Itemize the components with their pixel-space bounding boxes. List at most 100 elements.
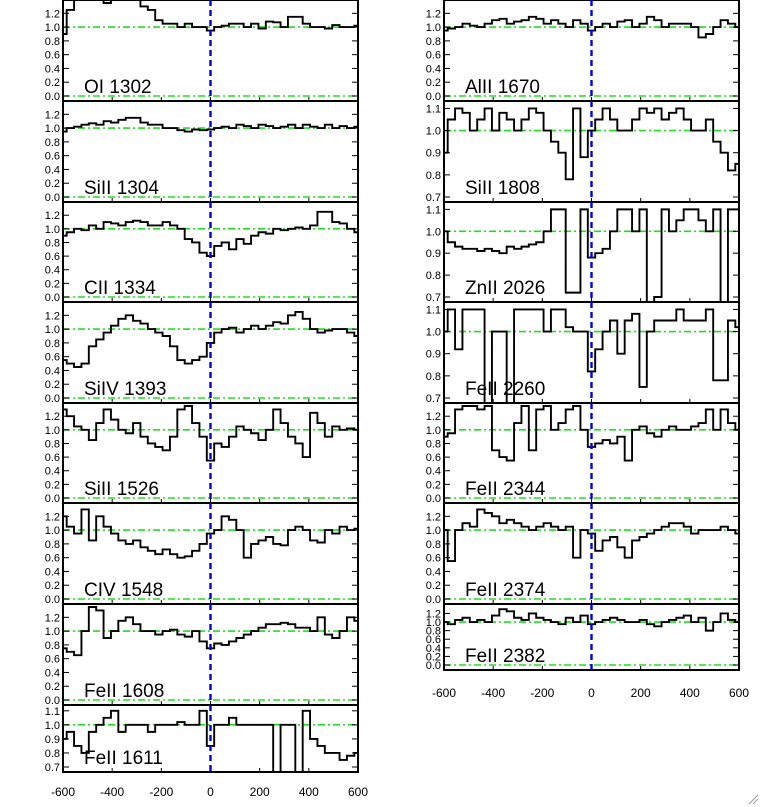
y-tick-label: 0.0 xyxy=(45,91,60,103)
spectrum-panel: 0.00.20.40.60.81.01.2OI 1302 xyxy=(45,0,359,103)
y-tick-label: 0.8 xyxy=(426,270,441,282)
y-tick-label: 0.7 xyxy=(45,762,60,774)
y-tick-label: 0.8 xyxy=(426,36,441,48)
y-tick-label: 0.8 xyxy=(426,438,441,450)
spectrum-trace xyxy=(63,405,358,462)
y-tick-label: 1.2 xyxy=(45,8,60,20)
y-tick-label: 1.0 xyxy=(45,22,60,34)
transition-label: AlII 1670 xyxy=(465,77,540,98)
transition-label: SiII 1526 xyxy=(84,479,159,500)
y-tick-label: 0.8 xyxy=(45,36,60,48)
y-tick-label: 0.4 xyxy=(45,466,60,478)
y-tick-label: 0.6 xyxy=(45,553,60,565)
y-tick-label: 0.7 xyxy=(426,292,441,304)
y-tick-label: 1.2 xyxy=(45,612,60,624)
resize-grip-icon[interactable] xyxy=(747,793,759,805)
y-tick-label: 0.0 xyxy=(45,493,60,505)
x-tick-label: 400 xyxy=(680,686,700,700)
y-tick-label: 0.0 xyxy=(45,393,60,405)
y-tick-label: 0.2 xyxy=(45,580,60,592)
y-tick-label: 0.8 xyxy=(426,371,441,383)
x-tick-label: 0 xyxy=(588,686,595,700)
y-tick-label: 1.0 xyxy=(45,324,60,336)
transition-label: FeII 2374 xyxy=(465,580,546,601)
spectrum-trace xyxy=(63,606,358,657)
x-tick-label: -200 xyxy=(149,785,173,799)
transition-label: OI 1302 xyxy=(84,77,152,98)
y-tick-label: 0.8 xyxy=(45,338,60,350)
y-tick-label: 1.0 xyxy=(426,617,441,629)
y-tick-label: 0.4 xyxy=(45,566,60,578)
transition-label: FeII 2260 xyxy=(465,379,545,400)
y-tick-label: 0.0 xyxy=(45,695,60,707)
y-tick-label: 0.7 xyxy=(426,192,441,204)
y-tick-label: 0.2 xyxy=(426,651,441,663)
spectra-panels: 0.00.20.40.60.81.01.2OI 13020.00.20.40.6… xyxy=(45,0,749,799)
y-tick-label: 0.2 xyxy=(45,178,60,190)
y-tick-label: 0.6 xyxy=(426,50,441,62)
transition-label: FeII 1608 xyxy=(84,681,164,702)
y-tick-label: 0.8 xyxy=(45,539,60,551)
spectrum-trace xyxy=(444,308,739,403)
transition-label: CII 1334 xyxy=(84,278,156,299)
spectrum-trace xyxy=(444,608,739,632)
y-tick-label: 0.0 xyxy=(45,594,60,606)
y-tick-label: 0.4 xyxy=(45,667,60,679)
spectrum-trace xyxy=(444,107,739,181)
y-tick-label: 1.1 xyxy=(426,204,441,216)
y-tick-label: 0.9 xyxy=(426,148,441,160)
y-tick-label: 0.9 xyxy=(426,349,441,361)
y-tick-label: 1.2 xyxy=(45,109,60,121)
x-tick-label: 600 xyxy=(729,686,749,700)
y-tick-label: 0.2 xyxy=(45,278,60,290)
y-tick-label: 1.2 xyxy=(426,411,441,423)
x-tick-label: 200 xyxy=(250,785,270,799)
y-tick-label: 0.8 xyxy=(45,237,60,249)
y-tick-label: 0.6 xyxy=(45,654,60,666)
y-tick-label: 0.0 xyxy=(426,493,441,505)
y-tick-label: 1.0 xyxy=(45,525,60,537)
spectrum-trace xyxy=(63,116,358,133)
y-tick-label: 0.4 xyxy=(426,466,441,478)
y-tick-label: 0.0 xyxy=(45,292,60,304)
y-tick-label: 0.2 xyxy=(426,77,441,89)
y-tick-label: 1.1 xyxy=(426,103,441,115)
y-tick-label: 0.6 xyxy=(426,634,441,646)
y-tick-label: 1.0 xyxy=(426,126,441,138)
x-tick-label: 600 xyxy=(348,785,368,799)
spectrum-trace xyxy=(63,709,358,772)
y-tick-label: 1.2 xyxy=(45,511,60,523)
transition-label: FeII 2344 xyxy=(465,479,546,500)
y-tick-label: 0.2 xyxy=(45,77,60,89)
y-tick-label: 1.0 xyxy=(426,22,441,34)
y-tick-label: 1.0 xyxy=(426,525,441,537)
y-tick-label: 0.6 xyxy=(45,151,60,163)
y-tick-label: 0.2 xyxy=(426,479,441,491)
y-tick-label: 1.0 xyxy=(45,123,60,135)
y-tick-label: 0.4 xyxy=(426,566,441,578)
y-tick-label: 1.1 xyxy=(426,304,441,316)
y-tick-label: 0.6 xyxy=(45,251,60,263)
transition-label: ZnII 2026 xyxy=(465,278,545,299)
y-tick-label: 0.8 xyxy=(45,137,60,149)
x-tick-label: -200 xyxy=(530,686,554,700)
y-tick-label: 0.0 xyxy=(45,192,60,204)
y-tick-label: 1.0 xyxy=(45,626,60,638)
y-tick-label: 1.1 xyxy=(45,706,60,718)
y-tick-label: 1.0 xyxy=(426,226,441,238)
y-tick-label: 0.4 xyxy=(45,365,60,377)
y-tick-label: 0.9 xyxy=(426,248,441,260)
spectrum-trace xyxy=(63,310,358,368)
y-tick-label: 1.0 xyxy=(45,720,60,732)
y-tick-label: 1.0 xyxy=(426,327,441,339)
